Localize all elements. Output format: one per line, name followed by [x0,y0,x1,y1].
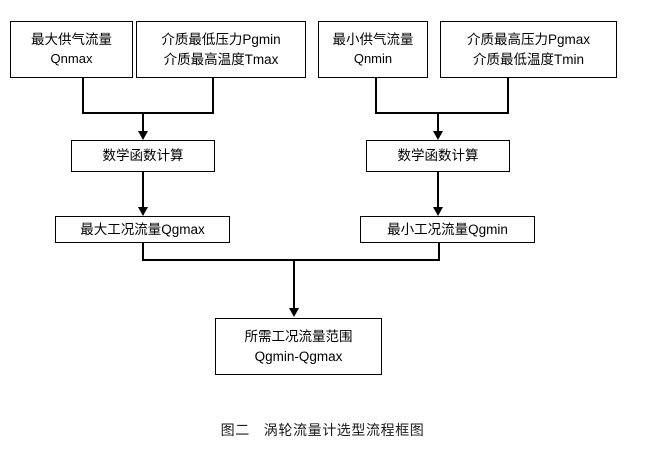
figure-caption-label: 图二 [220,422,250,438]
node-max-supply-flow: 最大供气流量 Qnmax [10,21,133,78]
connector-medium-max-pressure-down [507,78,509,114]
node-max-supply-flow-line1: 最大供气流量 [31,32,112,48]
arrowhead-left-merge-to-math [137,131,148,140]
node-math-function-left-label: 数学函数计算 [102,148,184,164]
node-math-function-right: 数学函数计算 [366,140,510,172]
node-min-working-flow-label: 最小工况流量Qgmin [387,221,508,237]
node-min-working-flow: 最小工况流量Qgmin [360,216,535,243]
connector-min-supply-flow-down [375,78,377,114]
connector-right-merge-bar [375,112,509,114]
node-required-flow-range: 所需工况流量范围 Qgmin-Qgmax [215,318,382,375]
connector-min-working-flow-down [438,243,440,261]
connector-right-merge-to-math [437,112,439,132]
connector-math-left-to-max-working-flow [142,172,144,208]
figure-caption: 图二涡轮流量计选型流程框图 [0,420,645,440]
node-math-function-right-label: 数学函数计算 [397,148,479,164]
arrowhead-bottom-merge-to-result [288,308,299,317]
arrowhead-math-left-to-max-working-flow [137,207,148,216]
connector-left-merge-to-math [142,112,144,132]
node-medium-min-pressure-max-temp-line2: 介质最高温度Tmax [163,51,279,67]
connector-medium-min-pressure-down [212,78,214,114]
connector-bottom-merge-bar [142,259,440,261]
node-min-supply-flow-line2: Qnmin [353,50,393,66]
connector-bottom-merge-to-result [293,259,295,310]
node-max-working-flow-label: 最大工况流量Qgmax [80,221,205,237]
figure-caption-title: 涡轮流量计选型流程框图 [263,422,425,438]
node-medium-max-pressure-min-temp-line1: 介质最高压力Pgmax [466,31,591,47]
node-medium-min-pressure-max-temp-line1: 介质最低压力Pgmin [161,31,281,47]
arrowhead-right-merge-to-math [432,131,443,140]
connector-left-merge-bar [82,112,214,114]
connector-math-right-to-min-working-flow [437,172,439,208]
node-required-flow-range-line1: 所需工况流量范围 [244,328,353,344]
connector-max-working-flow-down [142,243,144,261]
node-max-supply-flow-line2: Qnmax [50,50,93,66]
node-max-working-flow: 最大工况流量Qgmax [55,216,230,243]
connector-max-supply-flow-down [82,78,84,114]
node-medium-min-pressure-max-temp: 介质最低压力Pgmin 介质最高温度Tmax [136,21,306,78]
arrowhead-math-right-to-min-working-flow [432,207,443,216]
node-required-flow-range-line2: Qgmin-Qgmax [254,348,343,364]
node-medium-max-pressure-min-temp-line2: 介质最低温度Tmin [473,51,584,67]
node-min-supply-flow: 最小供气流量 Qnmin [318,21,428,78]
node-medium-max-pressure-min-temp: 介质最高压力Pgmax 介质最低温度Tmin [440,21,617,78]
node-min-supply-flow-line1: 最小供气流量 [332,32,414,48]
node-math-function-left: 数学函数计算 [71,140,215,172]
